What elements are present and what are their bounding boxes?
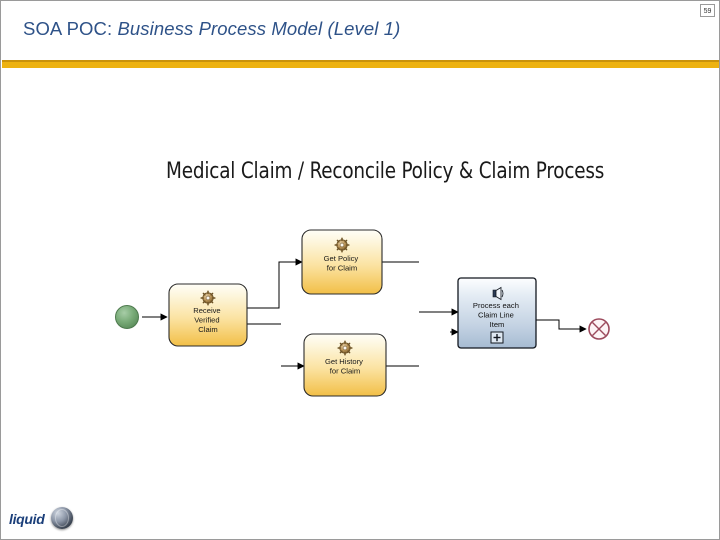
task-get-policy-for-claim[interactable]: Get Policy for Claim bbox=[301, 229, 383, 295]
task-receive-verified-claim[interactable]: Receive Verified Claim bbox=[168, 283, 248, 347]
page-number-badge: 59 bbox=[700, 4, 715, 17]
header-accent-rule bbox=[2, 62, 719, 68]
slide-content: Medical Claim / Reconcile Policy & Claim… bbox=[1, 68, 719, 539]
task-label: Receive Verified Claim bbox=[193, 306, 223, 334]
bpmn-diagram: Receive Verified Claim bbox=[115, 229, 610, 397]
page-title-prefix: SOA POC: bbox=[23, 18, 118, 39]
globe-icon bbox=[51, 507, 73, 529]
header-rule-shadow bbox=[2, 60, 719, 62]
send-task-icon bbox=[492, 286, 504, 301]
page-title: SOA POC: Business Process Model (Level 1… bbox=[23, 18, 400, 40]
service-gear-icon bbox=[200, 290, 216, 306]
flow-subprocess-to-end bbox=[536, 319, 587, 333]
service-gear-icon bbox=[337, 340, 353, 356]
task-get-history-for-claim[interactable]: Get History for Claim bbox=[303, 333, 387, 397]
task-label: Get Policy for Claim bbox=[324, 254, 361, 273]
logo-wordmark: liquid bbox=[9, 511, 45, 527]
slide-header: SOA POC: Business Process Model (Level 1… bbox=[1, 1, 719, 62]
subprocess-process-each-claim-line-item[interactable]: Process each Claim Line Item bbox=[457, 277, 537, 349]
task-label: Get History for Claim bbox=[325, 357, 365, 376]
start-event[interactable] bbox=[115, 305, 139, 329]
subprocess-label: Process each Claim Line Item bbox=[473, 301, 521, 329]
expand-plus-icon[interactable] bbox=[490, 331, 504, 344]
page-title-emphasis: Business Process Model (Level 1) bbox=[117, 18, 401, 39]
terminate-end-event[interactable] bbox=[588, 318, 610, 340]
service-gear-icon bbox=[334, 237, 350, 253]
flow-receive-to-get-policy bbox=[247, 258, 303, 309]
liquid-logo: liquid bbox=[9, 505, 87, 531]
diagram-title: Medical Claim / Reconcile Policy & Claim… bbox=[166, 159, 605, 184]
